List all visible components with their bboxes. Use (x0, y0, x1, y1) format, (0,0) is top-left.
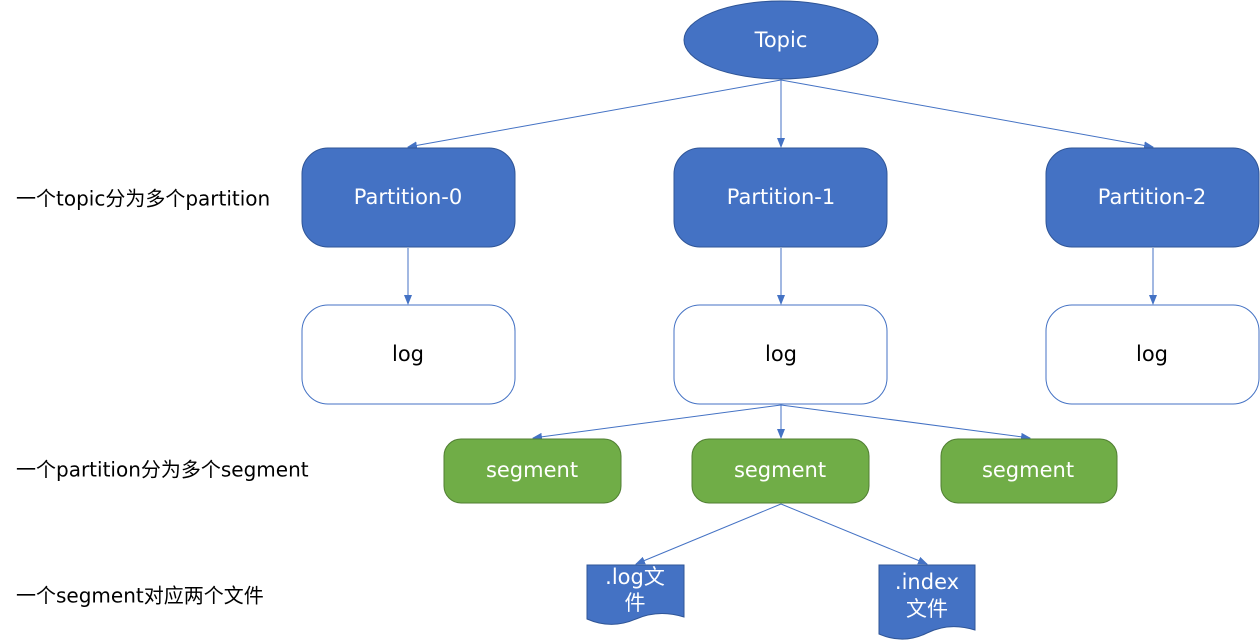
topic-node: Topic (683, 0, 879, 80)
log-box (673, 304, 888, 405)
partition-box (673, 147, 888, 248)
segment-node-0: segment (443, 438, 622, 504)
partition-box (301, 147, 516, 248)
edge-log-segment-0 (532, 404, 782, 441)
log-node-0: log (301, 304, 516, 405)
segment-node-1: segment (691, 438, 870, 504)
partition-node-1: Partition-1 (673, 147, 888, 248)
log-file-label-line1: .log文 (605, 565, 665, 589)
segment-label: segment (982, 458, 1074, 482)
segment-box (940, 438, 1118, 504)
log-label: log (1136, 342, 1168, 366)
topic-ellipse (683, 0, 879, 80)
index-file-label-line1: .index (895, 570, 959, 594)
segment-box (691, 438, 870, 504)
index-file-label-line2: 文件 (906, 597, 948, 621)
segment-label: segment (486, 458, 578, 482)
partition-node-0: Partition-0 (301, 147, 516, 248)
log-label: log (765, 342, 797, 366)
log-box (301, 304, 516, 405)
log-file-node: .log文 件 (586, 564, 685, 625)
segment-box (443, 438, 622, 504)
log-file-document-shape (586, 564, 685, 625)
index-file-node: .index 文件 (878, 564, 976, 640)
edge-segment-log-file (635, 503, 782, 565)
index-file-document-shape (878, 564, 976, 640)
edge-log-segment-2 (780, 404, 1031, 441)
caption-partition-segment: 一个partition分为多个segment (16, 458, 309, 482)
log-node-2: log (1045, 304, 1260, 405)
partition-node-2: Partition-2 (1045, 147, 1260, 248)
partition-label: Partition-0 (354, 185, 462, 209)
edge-topic-partition-0 (407, 79, 782, 150)
segment-label: segment (734, 458, 826, 482)
caption-segment-files: 一个segment对应两个文件 (16, 584, 264, 608)
edges (404, 79, 1157, 565)
log-node-1: log (673, 304, 888, 405)
partition-box (1045, 147, 1260, 248)
caption-topic-partition: 一个topic分为多个partition (16, 187, 270, 211)
segment-node-2: segment (940, 438, 1118, 504)
log-label: log (392, 342, 424, 366)
partition-label: Partition-2 (1098, 185, 1206, 209)
edge-segment-index-file (780, 503, 928, 565)
log-file-label-line2: 件 (625, 591, 646, 615)
edge-topic-partition-2 (780, 79, 1154, 150)
log-box (1045, 304, 1260, 405)
topic-label: Topic (754, 28, 808, 52)
partition-label: Partition-1 (727, 185, 835, 209)
